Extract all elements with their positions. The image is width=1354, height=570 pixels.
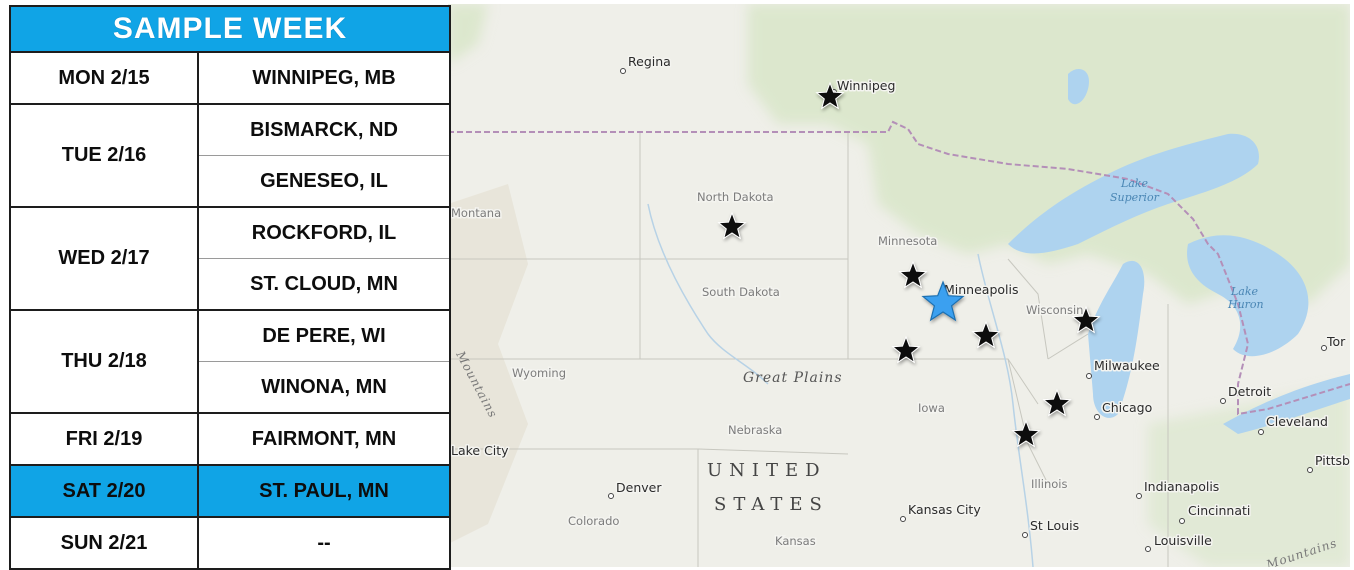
label-country-line2: STATES [714,494,829,515]
schedule-day: MON 2/15 [9,51,199,104]
schedule-title: SAMPLE WEEK [9,6,451,53]
schedule-city: WINONA, MN [197,361,451,413]
svg-text:Regina: Regina [628,54,671,69]
city-regina: Regina [620,53,672,74]
svg-text:Milwaukee: Milwaukee [1094,358,1160,373]
label-country-line1: UNITED [707,460,827,481]
map[interactable]: North Dakota South Dakota Minnesota Wisc… [448,4,1350,567]
label-nebraska: Nebraska [728,423,782,437]
international-border [448,120,1350,416]
schedule-table: SAMPLE WEEK MON 2/15 WINNIPEG, MB TUE 2/… [9,5,451,570]
label-iowa: Iowa [918,401,945,415]
schedule-city: FAIRMONT, MN [197,412,451,465]
schedule-day: SUN 2/21 [9,516,199,569]
schedule-city: WINNIPEG, MB [197,51,451,104]
city-louisville: Louisville [1145,532,1214,552]
svg-text:St Louis: St Louis [1030,518,1079,533]
svg-text:Pittsb: Pittsb [1315,453,1350,468]
schedule-row-highlighted: SAT 2/20 ST. PAUL, MN [9,464,451,517]
forest-areas [448,4,1350,567]
star-icon [717,211,747,240]
schedule-city: ST. CLOUD, MN [197,258,451,310]
star-icon [891,335,921,364]
svg-text:Detroit: Detroit [1228,384,1271,399]
schedule-city: GENESEO, IL [197,155,451,207]
label-colorado: Colorado [568,514,619,528]
star-icon [971,320,1001,349]
city-st-louis: St Louis [1022,517,1081,538]
map-canvas[interactable]: North Dakota South Dakota Minnesota Wisc… [448,4,1350,567]
city-cleveland: Cleveland [1258,413,1329,435]
label-great-plains: Great Plains [743,370,843,386]
city-indianapolis: Indianapolis [1136,478,1221,499]
city-kansas-city: Kansas City [900,501,983,522]
label-kansas: Kansas [775,534,816,548]
label-lake-superior-2: Superior [1110,191,1160,204]
label-lake-huron-1: Lake [1230,285,1259,298]
schedule-city: ST. PAUL, MN [197,464,451,517]
schedule-city: ROCKFORD, IL [197,206,451,259]
svg-text:Denver: Denver [616,480,662,495]
label-wyoming: Wyoming [512,366,566,380]
schedule-day: THU 2/18 [9,309,199,413]
city-denver: Denver [608,479,664,499]
schedule-day: TUE 2/16 [9,103,199,207]
featured-star-icon [921,280,965,322]
schedule-day: WED 2/17 [9,206,199,310]
label-lake-superior-1: Lake [1120,177,1149,190]
state-borders [448,132,1169,567]
label-wisconsin: Wisconsin [1026,303,1083,317]
star-icon [815,81,845,110]
star-icon [1042,388,1072,417]
city-minneapolis: Minneapolis [938,281,1020,299]
city-markers: Regina Winnipeg Minneapolis Milwaukee Ch… [450,53,1350,552]
city-winnipeg: Winnipeg [831,77,897,95]
label-north-dakota: North Dakota [697,190,774,204]
label-minnesota: Minnesota [878,234,937,248]
terrain-west [448,184,528,544]
city-chicago: Chicago [1094,399,1154,420]
mississippi-river [977,253,1034,567]
label-illinois: Illinois [1031,477,1068,491]
svg-text:Winnipeg: Winnipeg [837,78,895,93]
city-lake-city: Lake City [450,442,511,460]
svg-text:Chicago: Chicago [1102,400,1152,415]
svg-text:Tor: Tor [1326,334,1346,349]
star-icon [1011,419,1041,448]
svg-text:Lake City: Lake City [451,443,509,458]
tour-stop-markers [717,81,1101,448]
svg-text:Cincinnati: Cincinnati [1188,503,1250,518]
schedule-day: SAT 2/20 [9,464,199,517]
svg-text:Louisville: Louisville [1154,533,1212,548]
star-icon [898,260,928,289]
city-pittsburgh-partial: Pittsb [1307,452,1350,473]
svg-text:Indianapolis: Indianapolis [1144,479,1219,494]
svg-text:Kansas City: Kansas City [908,502,981,517]
city-cincinnati: Cincinnati [1179,502,1252,524]
schedule-city: DE PERE, WI [197,309,451,362]
star-icon [1071,305,1101,334]
schedule-city: BISMARCK, ND [197,103,451,156]
label-lake-huron-2: Huron [1227,298,1264,311]
city-detroit: Detroit [1220,383,1273,404]
label-montana: Montana [451,206,501,220]
schedule-city: -- [197,516,451,569]
svg-text:Cleveland: Cleveland [1266,414,1328,429]
svg-text:Minneapolis: Minneapolis [944,282,1019,297]
city-toronto-partial: Tor [1321,333,1348,351]
city-milwaukee: Milwaukee [1086,357,1162,379]
schedule-day: FRI 2/19 [9,412,199,465]
label-south-dakota: South Dakota [702,285,780,299]
river [647,203,769,385]
